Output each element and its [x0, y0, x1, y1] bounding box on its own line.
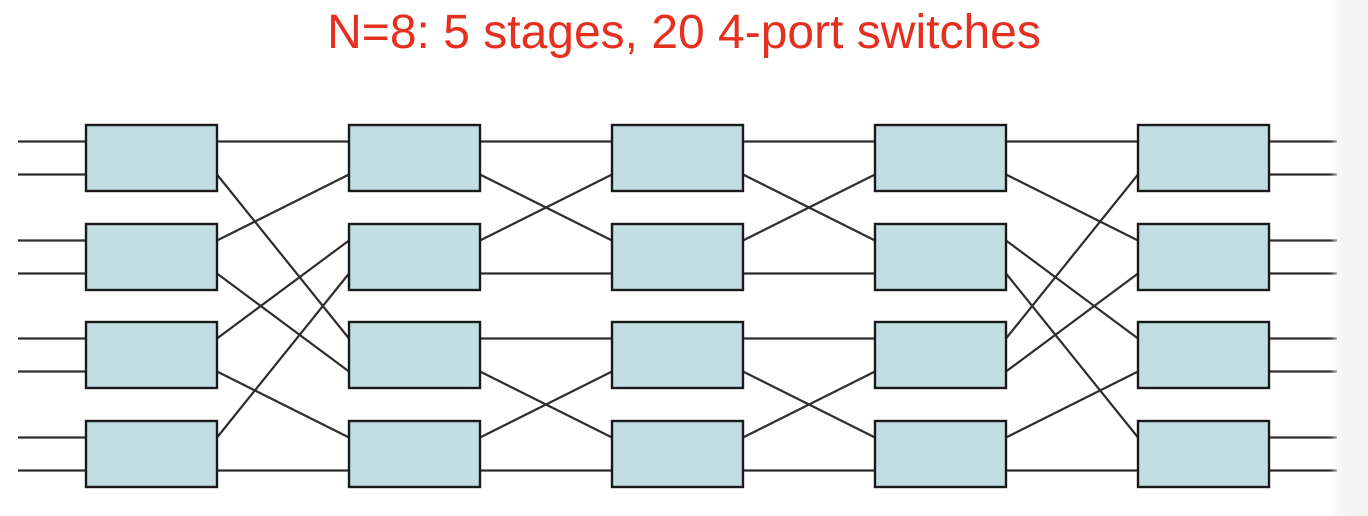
wire-stage1_to_2-s1p1-to-s2p1 — [216, 272, 350, 373]
switch-node-stage5-row2 — [1136, 222, 1271, 292]
wire-stage3_to_4-s1p0-to-s0p1 — [742, 173, 876, 242]
switch-node-stage1-row1 — [84, 123, 219, 193]
wire-stage4_to_5-s2p0-to-s0p1 — [1005, 173, 1139, 340]
wire-stage1_to_2-s2p0-to-s1p0 — [216, 239, 350, 340]
wire-stage4_to_5-s3p0-to-s2p1 — [1005, 370, 1139, 439]
wire-stage4_to_5-s2p1-to-s1p1 — [1005, 272, 1139, 373]
wire-stage3_to_4-s3p0-to-s2p1 — [742, 370, 876, 439]
switch-node-stage4-row4 — [873, 419, 1008, 489]
diagram-title: N=8: 5 stages, 20 4-port switches — [327, 6, 1041, 59]
wire-stage1_to_2-s3p0-to-s1p1 — [216, 272, 350, 439]
wire-stage4_to_5-s0p1-to-s1p0 — [1005, 173, 1139, 242]
switch-node-stage2-row1 — [347, 123, 482, 193]
wire-stage1_to_2-s2p1-to-s3p0 — [216, 370, 350, 439]
switch-node-stage2-row4 — [347, 419, 482, 489]
switch-node-stage2-row3 — [347, 320, 482, 390]
switch-node-stage3-row4 — [610, 419, 745, 489]
switch-node-stage4-row3 — [873, 320, 1008, 390]
switch-node-stage5-row1 — [1136, 123, 1271, 193]
switch-node-stage5-row4 — [1136, 419, 1271, 489]
switch-node-stage3-row2 — [610, 222, 745, 292]
wire-stage4_to_5-s1p1-to-s3p0 — [1005, 272, 1139, 439]
switch-node-stage4-row2 — [873, 222, 1008, 292]
wire-stage2_to_3-s3p0-to-s2p1 — [479, 370, 613, 439]
wire-stage1_to_2-s0p1-to-s2p0 — [216, 173, 350, 340]
switch-node-stage5-row3 — [1136, 320, 1271, 390]
switch-node-stage1-row4 — [84, 419, 219, 489]
switch-node-stage3-row3 — [610, 320, 745, 390]
wire-stage4_to_5-s1p0-to-s2p0 — [1005, 239, 1139, 340]
switch-node-stage4-row1 — [873, 123, 1008, 193]
switch-node-stage2-row2 — [347, 222, 482, 292]
switch-node-stage1-row3 — [84, 320, 219, 390]
wire-stage2_to_3-s1p0-to-s0p1 — [479, 173, 613, 242]
switch-node-stage3-row1 — [610, 123, 745, 193]
switch-node-stage1-row2 — [84, 222, 219, 292]
wire-stage1_to_2-s1p0-to-s0p1 — [216, 173, 350, 242]
